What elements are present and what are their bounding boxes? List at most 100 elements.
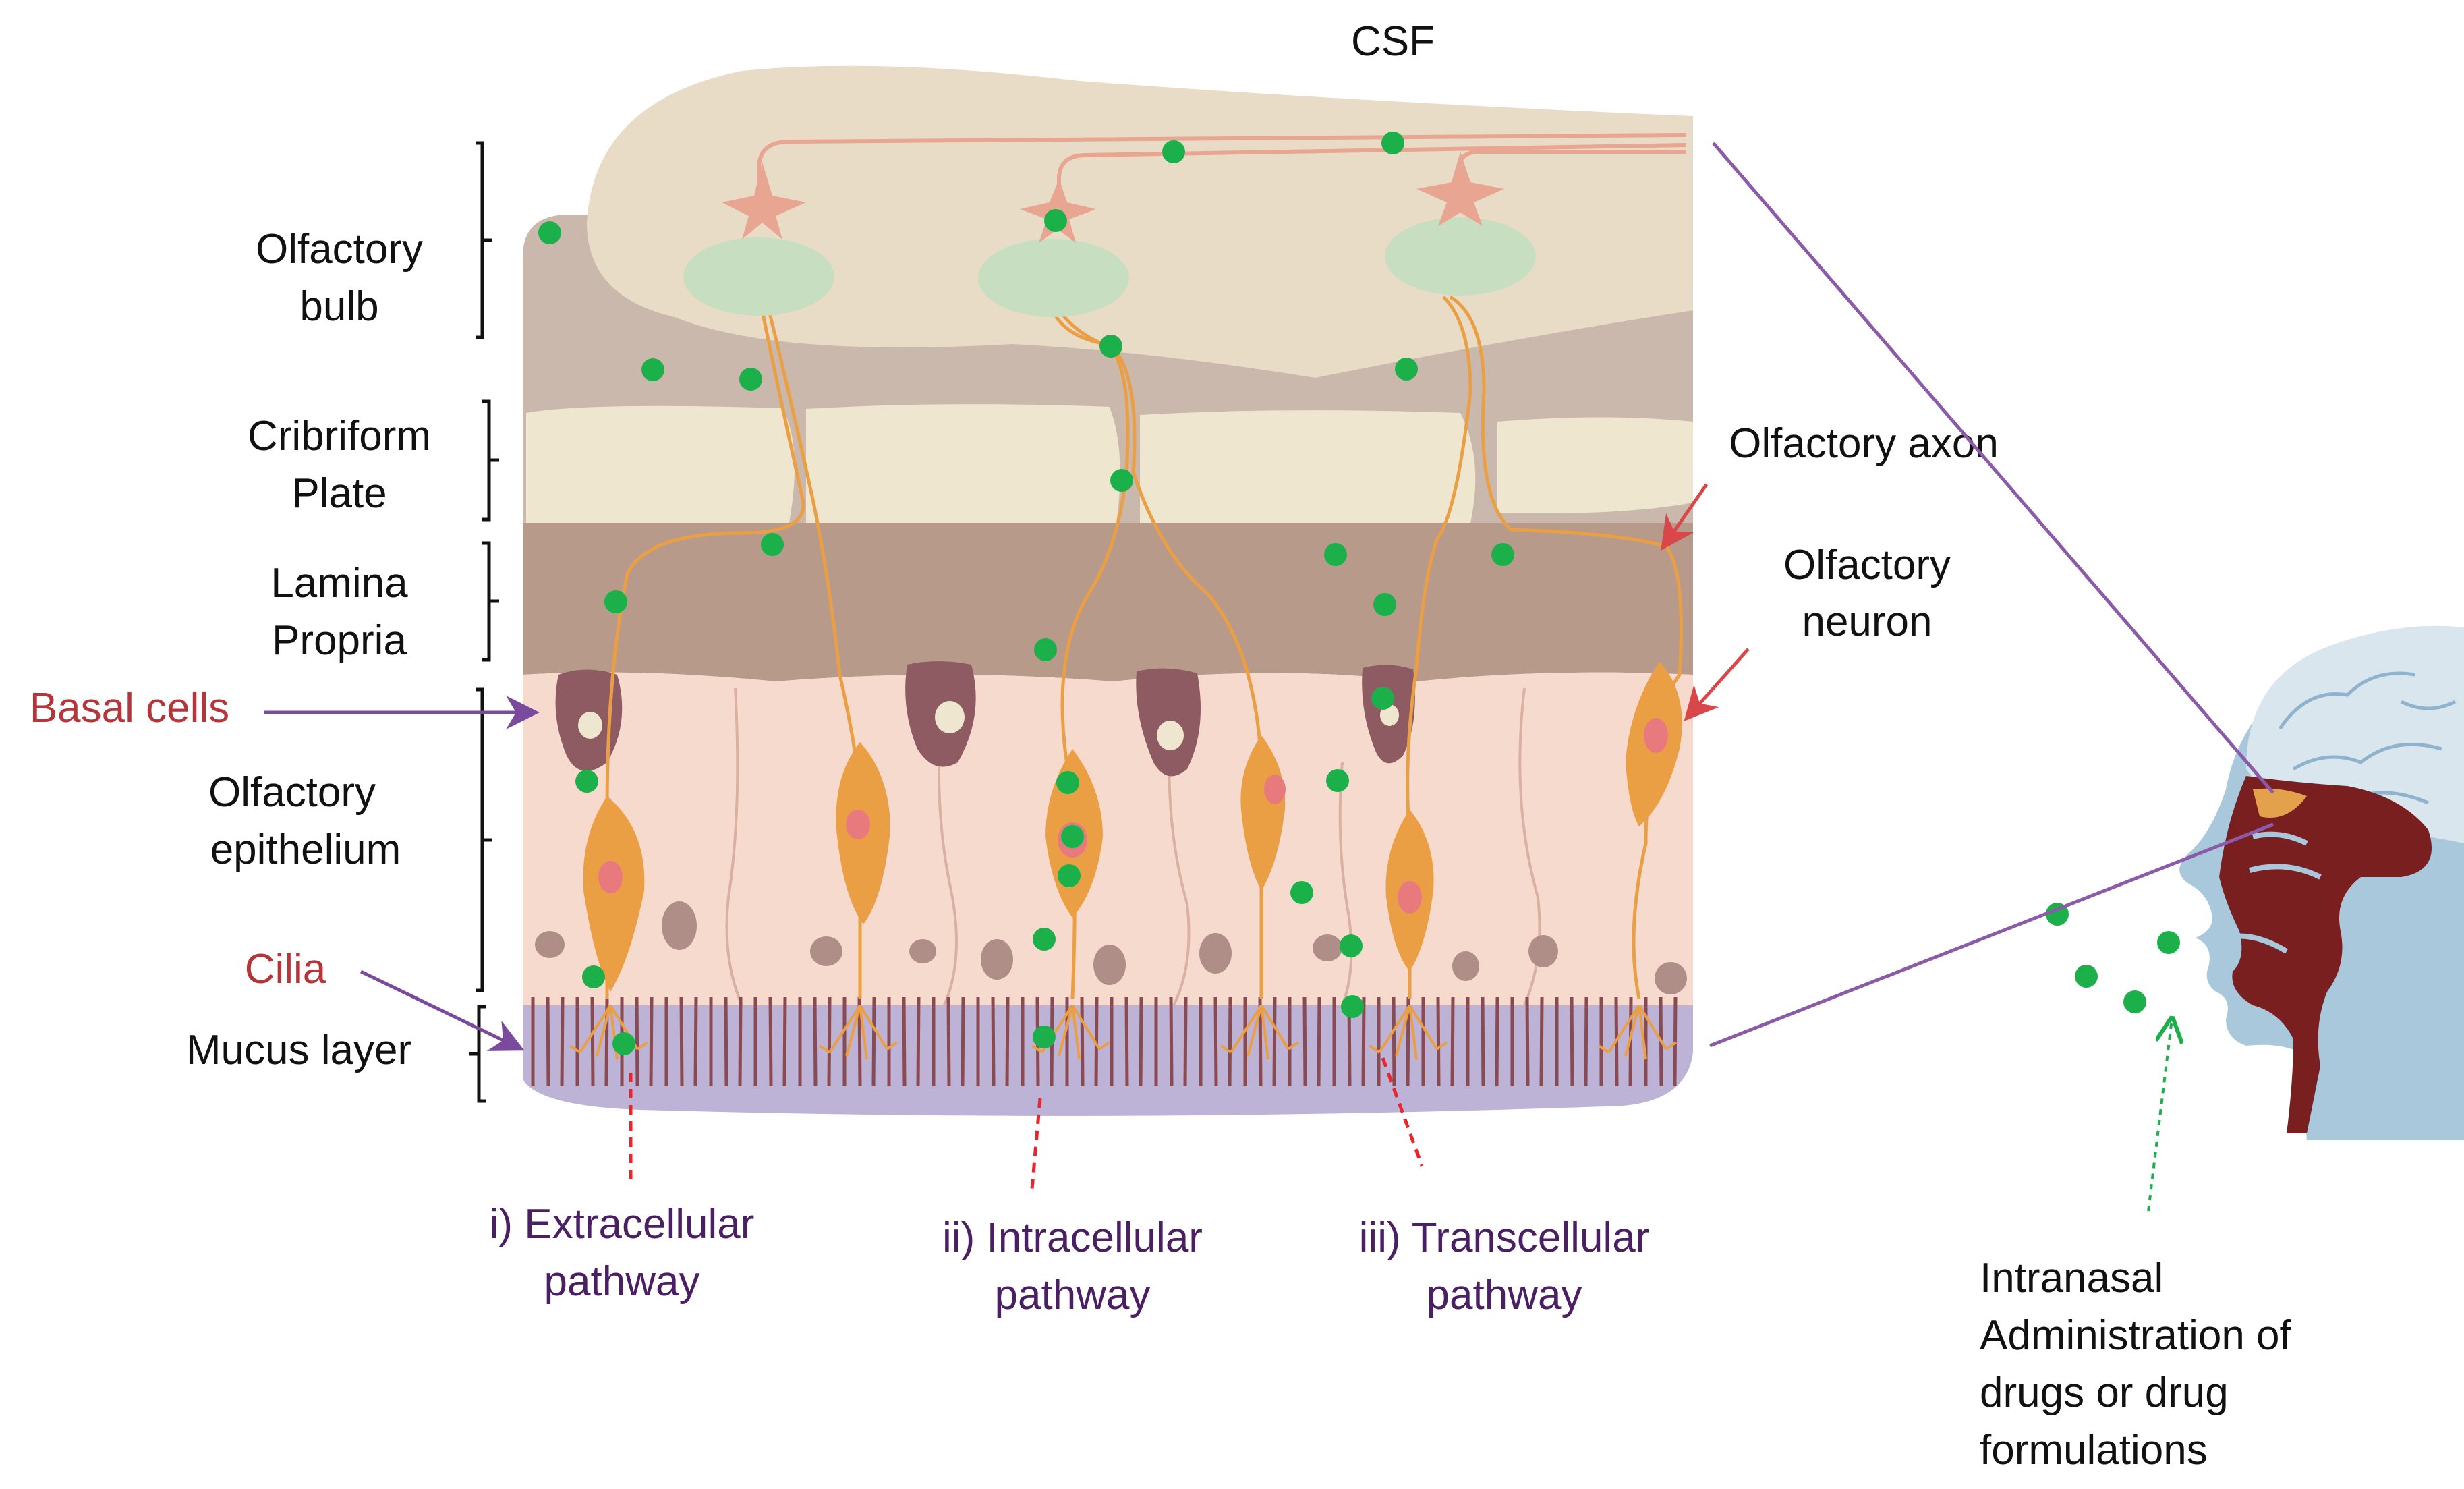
cilium — [768, 996, 773, 1087]
cilia-label: Cilia — [245, 946, 326, 992]
drug-particle — [1058, 864, 1081, 887]
glomerulus — [683, 237, 834, 316]
drug-particle — [1491, 543, 1514, 566]
drug-particle — [1290, 881, 1313, 904]
drug-particle — [538, 221, 561, 244]
drug-particle — [575, 770, 598, 793]
olfactory-neuron-arrow — [1684, 648, 1750, 721]
drug-particle — [1324, 543, 1347, 566]
right-arrows — [1661, 483, 1750, 721]
left-arrows — [264, 696, 540, 1051]
layer-brackets — [469, 141, 499, 1103]
drug-particle — [1061, 825, 1084, 848]
cilium — [827, 996, 832, 1087]
cilium — [946, 996, 951, 1087]
drug-particle — [641, 358, 664, 381]
head-illustration — [2179, 625, 2464, 1140]
nasal-turbinates — [2225, 831, 2322, 954]
cilium — [560, 996, 565, 1087]
basal-cell — [1362, 665, 1415, 764]
zoom-connector-lines — [1709, 142, 2274, 1048]
drug-particle — [1033, 1026, 1056, 1048]
dendrite-knob — [1220, 1004, 1300, 1060]
transcellular-pathway-label-line2: pathway — [1427, 1272, 1582, 1318]
olfactory-neuron-body — [1626, 661, 1682, 826]
olfactory-region — [2253, 788, 2307, 818]
olfactory-bulb-label-line2: bulb — [299, 283, 378, 330]
cilium — [782, 996, 787, 1087]
glomerulus — [1385, 217, 1536, 296]
mucus-layer-label: Mucus layer — [186, 1027, 411, 1073]
cilium — [679, 996, 684, 1087]
cilium — [1525, 996, 1530, 1087]
drug-particle — [761, 533, 784, 556]
dendrite-knob — [818, 1004, 898, 1060]
lamina-propria-layer — [523, 523, 1693, 681]
cilium — [902, 996, 907, 1087]
drug-particle — [739, 368, 762, 391]
dendrite-knob — [1597, 1004, 1678, 1060]
drug-particle — [1395, 358, 1418, 381]
cilium — [590, 996, 595, 1087]
cilium — [991, 996, 996, 1087]
cilium — [649, 996, 654, 1087]
administration-label-line3: drugs or drug — [1980, 1370, 2229, 1416]
pathway-indicator-lines — [629, 1057, 1424, 1189]
basal-cells — [555, 661, 1415, 777]
glomerulus — [978, 239, 1129, 317]
cilium — [1183, 996, 1188, 1087]
drug-particle — [1341, 995, 1364, 1018]
drug-particle — [1034, 638, 1057, 661]
drug-particle — [1110, 469, 1133, 492]
olfactory-neuron-body — [1385, 810, 1434, 972]
cribriform-plate-label-line1: Cribriform — [248, 413, 431, 459]
supporting-cell-nuclei — [535, 901, 1687, 994]
cribriform-plate-bones — [526, 404, 1693, 523]
cilium — [1169, 996, 1174, 1087]
olfactory-neuron-body — [836, 742, 890, 924]
olfactory-epithelium-label-line1: Olfactory — [208, 769, 376, 816]
lamina-propria-label-line1: Lamina — [270, 560, 408, 607]
olfactory-neuron-label-line2: neuron — [1802, 598, 1932, 645]
cilium — [1213, 996, 1218, 1087]
cilium — [1005, 996, 1010, 1087]
administration-label-line4: formulations — [1980, 1427, 2208, 1473]
drug-particle — [2123, 990, 2146, 1013]
administration-label-line1: Intranasal — [1980, 1255, 2163, 1301]
dendrite-knob — [1031, 1004, 1111, 1060]
drug-particle — [2157, 931, 2180, 954]
drug-particle — [1381, 132, 1404, 154]
olfactory-axon-label: Olfactory axon — [1729, 420, 1999, 467]
drug-particle — [1033, 928, 1056, 951]
tissue-block — [523, 65, 1693, 1116]
olfactory-bulb-label-line1: Olfactory — [256, 226, 423, 273]
mucus-layer-shape — [523, 1005, 1693, 1116]
basal-cell — [905, 661, 976, 767]
drug-particles — [538, 132, 2180, 1055]
cilia-arrow — [360, 970, 525, 1051]
csf-label: CSF — [1351, 18, 1435, 65]
cilium — [1124, 996, 1129, 1087]
cilium — [693, 996, 698, 1087]
cilium — [916, 996, 921, 1087]
olfactory-neuron-label-line1: Olfactory — [1783, 542, 1951, 588]
administration-arrow — [2147, 1019, 2172, 1212]
cilium — [1450, 996, 1455, 1087]
dendrite-knob — [569, 1004, 649, 1060]
drug-particle — [1099, 335, 1122, 358]
extracellular-pathway-label-line2: pathway — [544, 1258, 700, 1305]
cilium — [1436, 996, 1441, 1087]
drug-particle — [1056, 771, 1079, 794]
dendrite-knob — [1368, 1004, 1448, 1060]
cilium — [1361, 996, 1366, 1087]
drug-particle — [1373, 593, 1396, 616]
cilium — [1080, 996, 1085, 1087]
olfactory-axon-arrow — [1661, 483, 1709, 551]
drug-particle — [1340, 934, 1363, 957]
olfactory-epithelium-label-line2: epithelium — [210, 826, 401, 873]
administration-label-line2: Administration of — [1980, 1312, 2292, 1359]
olfactory-neuron-body — [1240, 735, 1286, 891]
cilium — [738, 996, 743, 1087]
transcellular-pathway-label-line1: iii) Transcellular — [1359, 1214, 1650, 1261]
